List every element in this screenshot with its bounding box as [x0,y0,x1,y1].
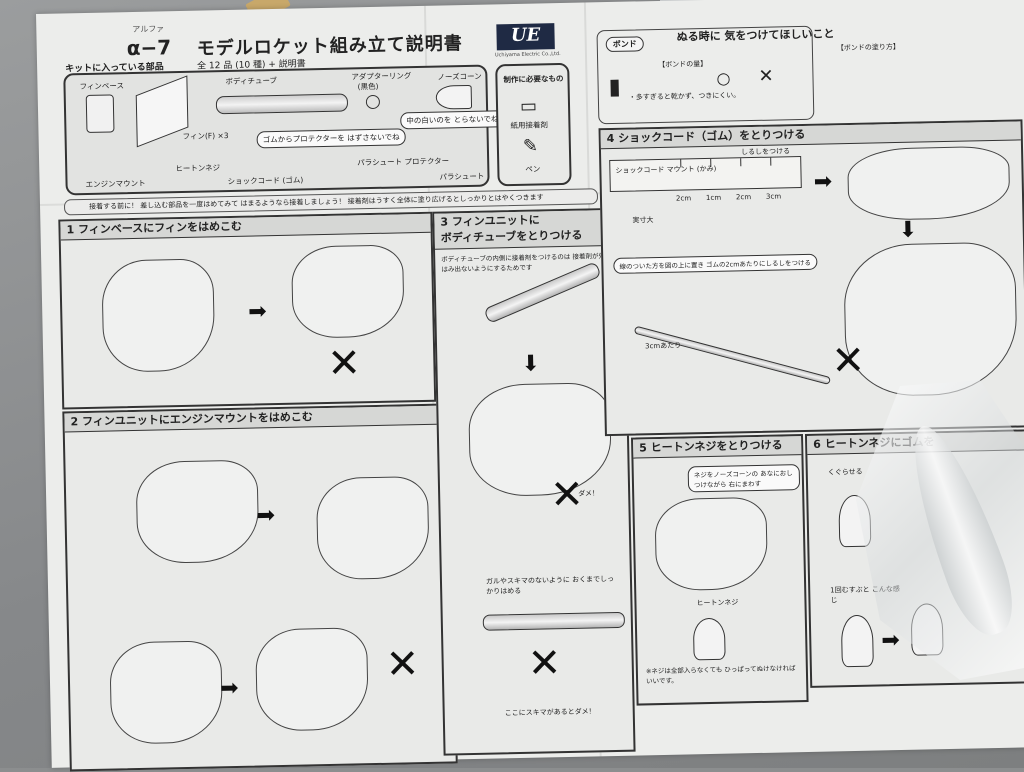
protector-note-callout: ゴムからプロテクターを はずさないでね [256,128,406,149]
step-3-title-line-2: ボディチューブをとりつける [440,228,583,245]
ruler-tick-label: 2cm [735,193,752,202]
step-2-title: 2 フィンユニットにエンジンマウントをはめこむ [64,405,449,433]
shock-cord-mount-label: ショックコード マウント (かみ) [615,164,717,175]
step-3-press-note: ガルやスキマのないように おくまでしっかりはめる [485,575,615,596]
step-1-title: 1 フィンベースにフィンをはめこむ [60,213,431,241]
bond-label: ボンド [605,36,644,53]
tools-heading: 制作に必要なもの [503,73,564,85]
step-3-dame-label: ダメ！ [578,489,600,498]
ruler-tick-label: 2cm [675,194,692,203]
glue-tube-icon: ▮ [608,74,622,101]
wrong-x-icon: ✕ [326,340,362,387]
adapter-ring-drawing [365,94,381,110]
fin-unit-sketch [315,475,430,581]
model-ruby: アルファ [132,24,165,34]
wrong-x-icon: ✕ [830,337,866,385]
nose-cone-sketch [654,496,769,592]
step-5-title: 5 ヒートンネジをとりつける [633,436,802,459]
arrow-right-icon: ➡ [219,675,239,702]
step-5-note: ネジをノーズコーンの あなにおしつけながら 右にまわす [687,464,801,493]
heaton-screw-label: ヒートンネジ [696,598,739,608]
correct-circle-icon: ○ [716,68,731,88]
ruler-tick-label: 3cm [765,192,782,201]
brand-logo-subtitle: Uchiyama Electric Co.,Ltd. [494,51,561,59]
instruction-sheet: アルファ α−7 モデルロケット組み立て説明書 UE Uchiyama Elec… [36,0,1024,772]
pen-icon: ✎ [522,135,539,157]
part-label-nose-cone: ノーズコーン [437,71,482,82]
three-cm-label: 3cmあたり [645,341,682,351]
nose-cone-drawing [435,84,473,110]
ruler-tick [740,158,742,167]
fin-unit-sketch [109,640,224,745]
nose-note-callout: 中の白いのを とらないでね [400,110,505,130]
tool-label-glue: 紙用接着剤 [510,120,549,131]
wrong-x-icon: ✕ [758,65,774,87]
assembly-sketch [467,382,613,498]
body-tube-drawing [215,93,349,115]
full-size-label: 実寸大 [632,216,654,225]
wrong-x-icon: ✕ [385,641,420,688]
fin-unit-sketch [135,459,260,564]
ruler-tick [770,157,772,166]
page-title: モデルロケット組み立て説明書 [196,33,463,60]
shock-cord-sketch [633,325,832,385]
tool-label-pen: ペン [525,164,541,174]
arrow-right-icon: ➡ [256,503,276,529]
step-2-panel: 2 フィンユニットにエンジンマウントをはめこむ ➡ ➡ ✕ [62,403,458,772]
sheet-header: アルファ α−7 モデルロケット組み立て説明書 UE Uchiyama Elec… [96,17,577,67]
body-tube-sketch [482,611,625,631]
bond-amount-heading: 【ボンドの量】 [658,59,708,69]
step-5-bottom-note: ※ネジは全部入らなくても ひっぱってぬけなければいいです。 [645,664,796,686]
part-label-shock-cord: ショックコード (ゴム) [227,175,304,187]
mark-label: しるしをつける [740,147,791,157]
step-3-title: 3 フィンユニットに ボディチューブをとりつける [434,209,623,250]
ruler-tick-label: 1cm [705,193,722,203]
wrong-x-icon: ✕ [527,640,562,687]
part-label-fin: フィン(F) ×3 [182,130,229,141]
arrow-right-icon: ➡ [813,169,833,195]
step-6-round-note: くぐらせる [827,467,863,477]
tools-box: 制作に必要なもの ▭ 紙用接着剤 ✎ ペン [495,62,572,187]
step-3-gap-note: ここにスキマがあるとダメ！ [504,707,596,718]
arrow-down-icon: ⬇ [521,351,541,377]
nose-cone-drawing [840,614,874,668]
step-5-panel: 5 ヒートンネジをとりつける ネジをノーズコーンの あなにおしつけながら 右にま… [631,434,809,706]
cord-assembly-sketch [843,241,1019,398]
fin-unit-sketch [254,627,370,732]
part-label-fin-base: フィンベース [79,81,125,92]
step-4-fold-note: 線のついた方を図の上に置き ゴムの2cmあたりにしるしをつける [613,253,818,274]
arrow-down-icon: ⬇ [898,217,918,243]
hands-sketch [290,244,405,339]
part-label-engine-mount: エンジンマウント [85,178,146,189]
step-1-panel: 1 フィンベースにフィンをはめこむ ➡ ✕ [58,211,437,410]
glue-icon: ▭ [519,95,538,117]
parts-box: フィンベース ボディチューブ アダプターリング (黒色) ノーズコーン フィン(… [63,64,505,196]
arrow-right-icon: ➡ [881,628,901,654]
part-label-heaton-screw: ヒートンネジ [175,163,221,174]
fin-base-drawing [85,94,115,133]
nose-cone-drawing [692,617,726,661]
cord-assembly-sketch [847,145,1011,222]
part-label-parachute: パラシュート [439,171,485,182]
bond-amount-note: ・多すぎると乾かず、つきにくい。 [628,91,741,102]
step-4-title: 4 ショックコード（ゴム）をとりつける [600,121,1021,150]
arrow-right-icon: ➡ [248,299,267,325]
model-name: α−7 [126,35,172,61]
brand-logo: UE [496,23,555,51]
fin-sheet-drawing [135,75,189,148]
hands-sketch [101,258,216,373]
bond-box: ボンド 【ボンドの量】 ・多すぎると乾かず、つきにくい。 ▮ ○ ✕ [596,25,815,125]
part-label-adapter-note: (黒色) [357,81,379,92]
part-label-body-tube: ボディチューブ [225,75,278,87]
part-label-parachute-protector: パラシュート プロテクター [357,156,450,168]
bond-application-heading: 【ボンドの塗り方】 [836,42,900,53]
